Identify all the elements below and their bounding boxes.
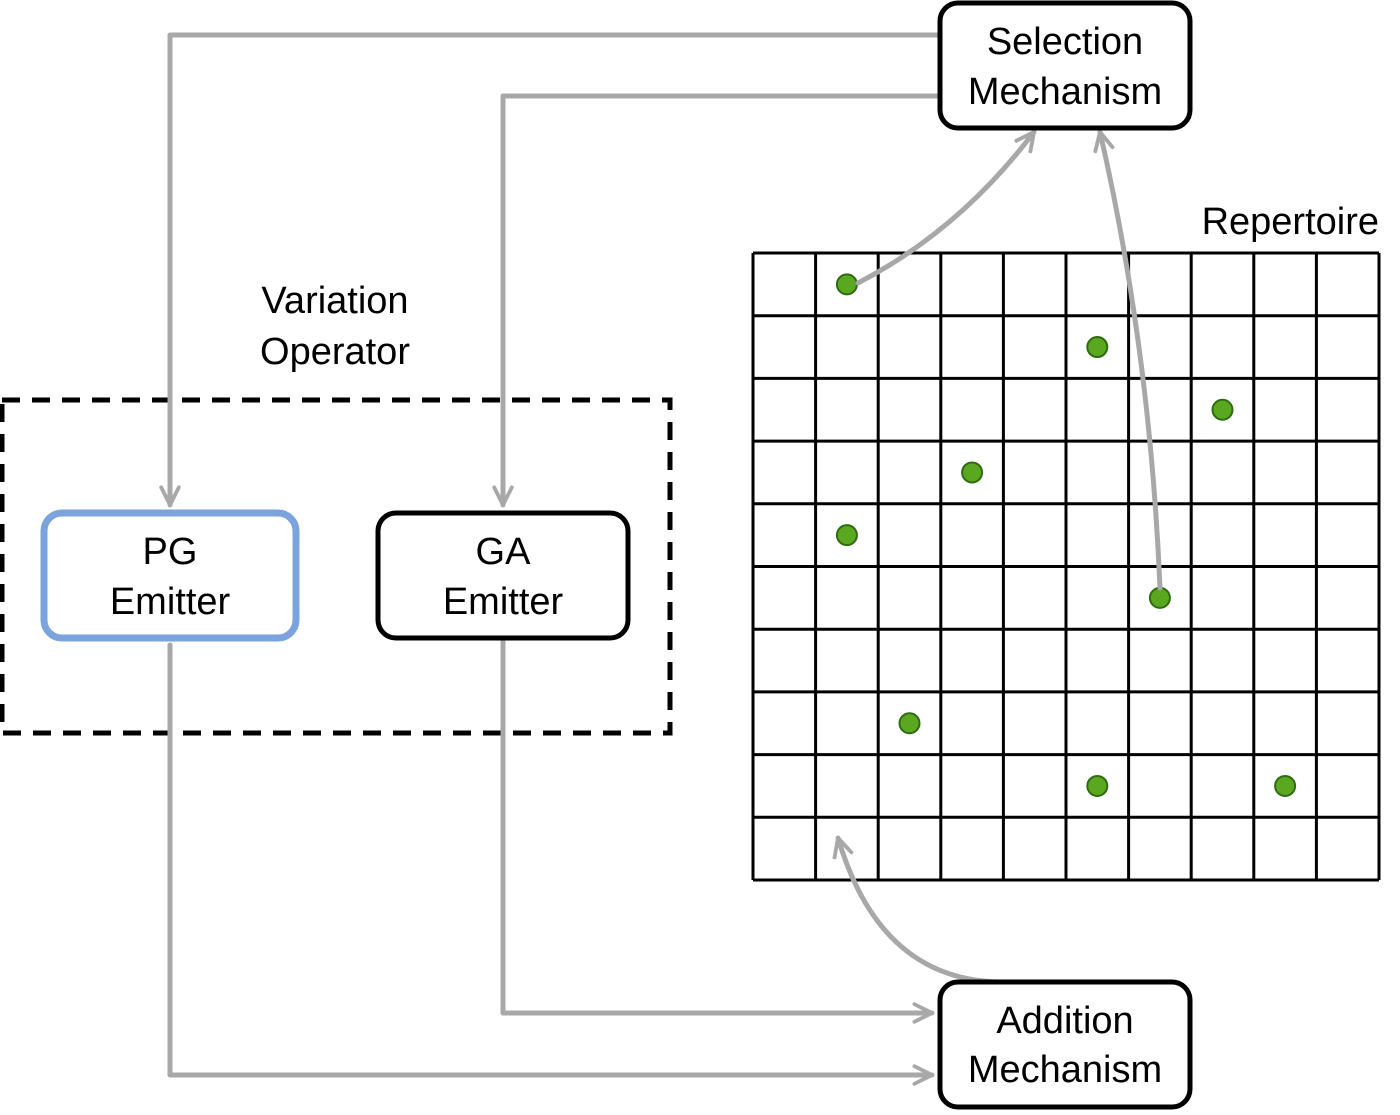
variation-operator-group — [0, 397, 673, 736]
arrow-selection-to-ga — [492, 93, 941, 508]
addition-line2: Mechanism — [968, 1049, 1162, 1091]
repertoire-title: Repertoire — [1202, 201, 1379, 243]
arrow-ga-to-addition — [500, 637, 935, 1024]
repertoire-elites — [835, 273, 1297, 797]
group-label-line2: Operator — [260, 331, 410, 373]
elite-solution-dot — [835, 273, 858, 296]
elite-solution-dot — [898, 712, 921, 735]
arrow-pg-to-addition — [167, 642, 935, 1086]
pg-emitter-node: PG Emitter — [40, 509, 300, 642]
ga-emitter-line2: Emitter — [443, 581, 564, 623]
elite-solution-dot — [1274, 774, 1297, 797]
arrow-elite-to-selection-2 — [1093, 129, 1163, 591]
addition-line1: Addition — [996, 1000, 1133, 1042]
arrow-selection-to-pg — [159, 32, 941, 508]
ga-emitter-line1: GA — [476, 531, 532, 573]
addition-mechanism-node: Addition Mechanism — [937, 979, 1193, 1110]
selection-mechanism-node: Selection Mechanism — [937, 0, 1193, 131]
repertoire-grid — [751, 251, 1381, 882]
elite-solution-dot — [1086, 774, 1109, 797]
elite-solution-dot — [835, 524, 858, 547]
group-label-line1: Variation — [261, 280, 408, 322]
arrow-elite-to-selection-1 — [855, 129, 1037, 286]
pg-emitter-line2: Emitter — [110, 581, 231, 623]
elite-solution-dot — [1148, 586, 1171, 609]
elite-solution-dot — [1086, 336, 1109, 359]
ga-emitter-node: GA Emitter — [375, 510, 631, 641]
arrow-addition-to-repertoire — [832, 835, 1003, 985]
pg-emitter-line1: PG — [143, 531, 198, 573]
selection-line2: Mechanism — [968, 71, 1162, 113]
elite-solution-dot — [1211, 398, 1234, 421]
selection-line1: Selection — [987, 21, 1143, 63]
elite-solution-dot — [961, 461, 984, 484]
